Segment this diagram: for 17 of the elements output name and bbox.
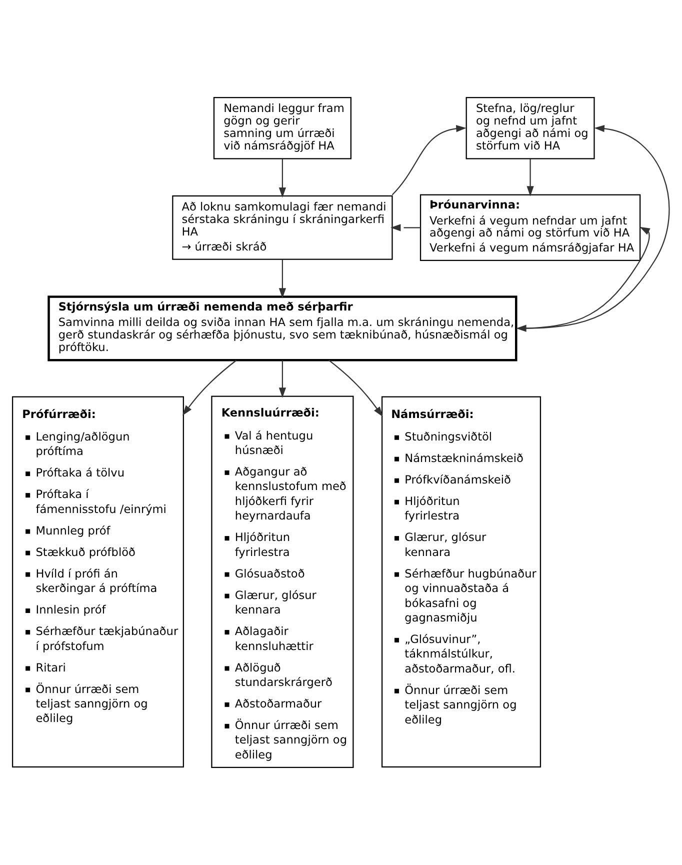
node-box: Prófúrræði: Lenging/aðlögun próftíma Próftaka á tölvu Próftaka í fámennisstofu /einrými Munnleg próf Stækkuð prófblöð Hvíld í prófi án skerðingar á próftíma Innlesin próf Sérhæfður tækjabúnaður í prófstofum Ritari Önnur úrræði sem teljast sanngjörn og eðlileg xyxy=(12,396,184,768)
node-box: Stefna, lög/reglur og nefnd um jafnt aðgengi að námi og störfum við HA xyxy=(466,96,595,160)
arrow xyxy=(392,125,466,196)
arrow xyxy=(278,158,286,198)
node-box: Kennsluúrræði: Val á hentugu húsnæði Aðgangur að kennslustofum með hljóðkerfi fyrir heyrnardaufa Hljóðritun fyrirlestra Glósuaðstoð Glærur, glósur kennara Aðlagaðir kennsluhættir Aðlöguð stundarskrárgerð Aðstoðarmaður Önnur úrræði sem teljast sanngjörn og eðlileg xyxy=(211,396,354,768)
node-box: Stjórnsýsla um úrræði nemenda með sérþarfir Samvinna milli deilda og sviða innan HA sem fjalla m.a. um skráningu nemenda, gerð stundaskrár og sérhæfða þjónustu, svo sem tæknibúnað, húsnæðismál og próftöku. xyxy=(48,296,518,362)
arrow xyxy=(278,259,286,298)
arrow xyxy=(278,360,286,398)
node-box: Að loknu samkomulagi fær nemandi sérstaka skráningu í skráningarkerfi HA → úrræði skráð xyxy=(172,195,393,260)
arrow xyxy=(526,158,534,196)
arrow xyxy=(182,360,237,416)
node-box: Þróunarvinna: Verkefni á vegum nefndar um jafnt aðgengi að námi og störfum við HA Verkefni á vegum námsráðgjafar HA xyxy=(420,194,641,262)
arrow xyxy=(518,226,650,329)
arrow xyxy=(390,224,420,232)
node-box: Námsúrræði: Stuðningsviðtöl Námstækninámskeið Prófkvíðanámskeið Hljóðritun fyrirlestra Glærur, glósur kennara Sérhæfður hugbúnaður og vinnuaðstaða á bókasafni og gagnasmiðju „Glósuvinur”, táknmálstúlkur, aðstoðarmaður, ofl. Önnur úrræði sem teljast sanngjörn og eðlileg xyxy=(381,396,542,768)
arrow xyxy=(328,360,383,417)
node-box: Nemandi leggur fram gögn og gerir samning um úrræði við námsráðgjöf HA xyxy=(213,96,352,160)
